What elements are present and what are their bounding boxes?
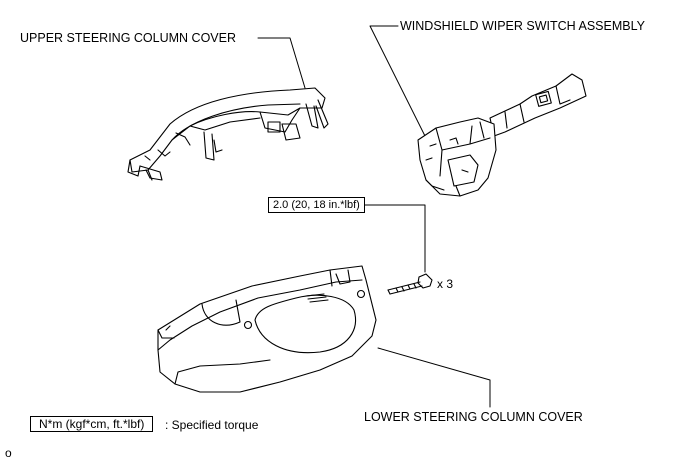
leader-lines (257, 25, 491, 408)
bolt-quantity: x 3 (437, 277, 454, 291)
windshield-wiper-switch-assembly (417, 73, 587, 197)
upper-cover-label: UPPER STEERING COLUMN COVER (20, 31, 237, 45)
lower-steering-column-cover (157, 265, 377, 393)
legend-units-box: N*m (kgf*cm, ft.*lbf) (30, 416, 154, 432)
wiper-switch-leader (369, 25, 429, 143)
upper-cover-leader (257, 37, 306, 89)
torque-spec-box: 2.0 (20, 18 in.*lbf) (268, 197, 365, 213)
lower-cover-label: LOWER STEERING COLUMN COVER (364, 410, 583, 424)
upper-steering-column-cover (127, 87, 329, 181)
bolt (387, 273, 433, 295)
wiper-switch-label: WINDSHIELD WIPER SWITCH ASSEMBLY (400, 19, 645, 33)
lower-cover-leader (377, 347, 491, 408)
figure-mark: o (5, 446, 12, 460)
legend-description: : Specified torque (165, 418, 259, 432)
torque-leader (361, 204, 426, 273)
